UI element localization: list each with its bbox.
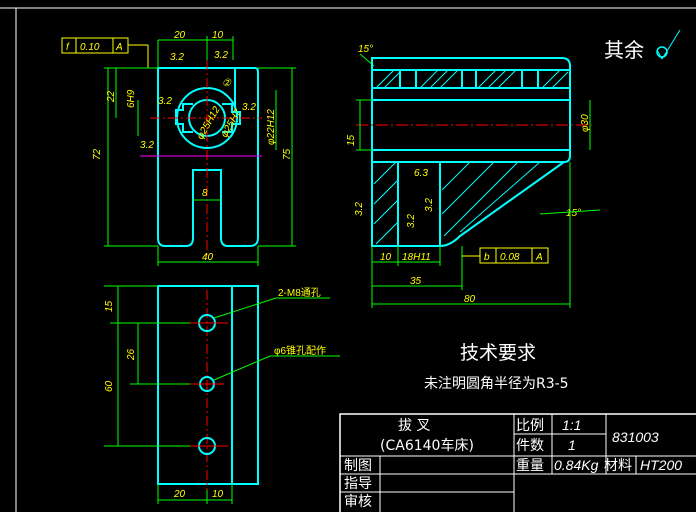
front-tolerance-frame: f 0.10 A	[61, 37, 149, 68]
dim-bottom-20: 20	[173, 489, 186, 500]
sheet-border	[15, 7, 696, 512]
rough-front-1: 3.2	[170, 52, 184, 63]
rough-front-4: 3.2	[140, 140, 154, 151]
machine-name: (CA6140车床)	[380, 437, 474, 454]
scale-label: 比例	[516, 418, 544, 434]
side-outline-rib	[371, 161, 565, 247]
material-value: HT200	[640, 457, 682, 473]
count-label: 件数	[516, 438, 544, 454]
rough-side-b: 3.2	[354, 202, 365, 216]
dim-side-phi30: φ30	[580, 114, 591, 132]
dim-front-phi22: φ22H12	[266, 109, 277, 145]
dim-side-18h11: 18H11	[402, 252, 431, 263]
drawing-number: 831003	[612, 429, 659, 445]
tol-datum: A	[115, 42, 123, 53]
dim-side-15: 15	[346, 134, 357, 146]
dim-front-8: 8	[202, 188, 208, 199]
dim-bottom-10: 10	[212, 489, 224, 500]
rough-front-3: 3.2	[158, 96, 172, 107]
dim-front-22: 22	[106, 90, 117, 103]
circle-label: ②	[222, 78, 232, 89]
dim-side-35: 35	[410, 276, 422, 287]
weight-value: 0.84Kg	[554, 457, 599, 473]
bottom-outline	[157, 285, 259, 485]
row-drafter: 制图	[344, 458, 372, 474]
side-tol-datum: A	[535, 252, 543, 263]
dim-side-15deg-bottom: 15°	[566, 208, 581, 219]
tol-symbol: f	[66, 42, 70, 53]
title-block: 拔 叉 (CA6140车床) 比例 1:1 件数 1 831003 重量 0.8…	[339, 413, 696, 512]
dim-side-10: 10	[380, 252, 392, 263]
dim-front-20: 20	[173, 30, 186, 41]
row-reviewer: 审核	[344, 494, 372, 510]
front-view: f 0.10 A 20 10 3.2 3.2 72 22	[61, 30, 296, 266]
surface-note: 其余	[604, 29, 681, 62]
rough-side-a: 6.3	[414, 168, 428, 179]
rough-front-5: 3.2	[242, 102, 256, 113]
surface-note-text: 其余	[604, 38, 644, 62]
front-outline	[157, 67, 259, 247]
side-hatch-rib	[373, 161, 541, 245]
tech-req-title: 技术要求	[460, 342, 536, 364]
side-outline-top	[371, 57, 571, 163]
side-tol-value: 0.08	[500, 252, 520, 263]
tol-value: 0.10	[80, 42, 100, 53]
dim-bottom-15: 15	[104, 300, 115, 312]
dim-front-6h9: 6H9	[126, 89, 137, 108]
tech-req-line1: 未注明圆角半径为R3-5	[424, 376, 569, 392]
rough-front-2: 3.2	[214, 50, 228, 61]
dim-front-75: 75	[282, 148, 293, 160]
count-value: 1	[568, 437, 576, 453]
weight-label: 重量	[516, 458, 544, 474]
part-name: 拔 叉	[398, 418, 430, 434]
material-label: 材料	[604, 458, 632, 474]
rough-side-c: 3.2	[406, 214, 417, 228]
dim-side-15deg-top: 15°	[358, 44, 373, 55]
note-m8-holes: 2-M8通孔	[278, 287, 321, 299]
dim-front-72: 72	[92, 148, 103, 160]
dim-front-10: 10	[212, 30, 224, 41]
scale-value: 1:1	[562, 417, 581, 433]
technical-requirements: 技术要求 未注明圆角半径为R3-5	[424, 342, 569, 392]
side-hatch-top	[375, 69, 569, 89]
note-taper-pin: φ6锥孔配作	[274, 345, 326, 357]
dim-bottom-26: 26	[126, 348, 137, 361]
side-view: 15°	[346, 44, 601, 308]
side-tolerance-frame: b 0.08 A	[462, 247, 549, 264]
dim-side-80: 80	[464, 294, 476, 305]
side-tol-symbol: b	[484, 252, 490, 263]
dim-bottom-60: 60	[104, 380, 115, 392]
roughness-symbol-icon	[656, 46, 668, 58]
rough-side-d: 3.2	[424, 198, 435, 212]
bottom-view: 15 26 60 20 10 2-M8通孔 φ6锥孔配作	[104, 285, 340, 504]
row-supervisor: 指导	[344, 476, 372, 492]
dim-front-40: 40	[202, 252, 214, 263]
